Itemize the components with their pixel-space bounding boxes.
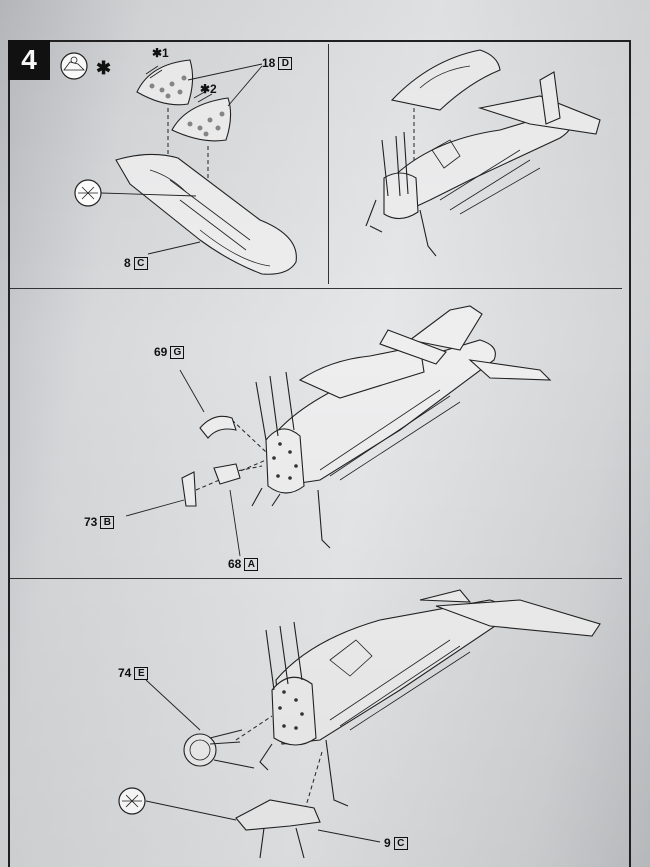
- part-73-letter: B: [100, 515, 115, 529]
- callout-star1: ✱1: [152, 46, 169, 60]
- part-9: [235, 799, 321, 831]
- part-69-number: 69: [154, 345, 168, 359]
- fuselage-with-engine-mount: [195, 305, 552, 549]
- part-74: [183, 729, 255, 769]
- step-frame: [8, 40, 631, 867]
- panel-divider-vertical: [328, 44, 329, 284]
- callout-star1-text: ✱1: [152, 46, 169, 60]
- canopy-part-1: [136, 59, 194, 106]
- canopy-part-2: [171, 97, 232, 142]
- fuselage-half: [115, 153, 297, 275]
- panel-divider-2: [10, 578, 622, 579]
- callout-part-69: 69 G: [154, 345, 185, 359]
- part-69-letter: G: [170, 345, 185, 359]
- part-73-number: 73: [84, 515, 98, 529]
- part-68: [213, 463, 241, 485]
- part-8-letter: C: [133, 256, 148, 270]
- glue-icon-2: [118, 787, 146, 815]
- star-marker: ✱: [96, 58, 112, 78]
- step-number-badge: 4: [8, 40, 50, 80]
- callout-part-9: 9 C: [384, 836, 408, 850]
- callout-part-68: 68 A: [228, 557, 259, 571]
- step-number: 4: [21, 44, 37, 75]
- part-9-letter: C: [393, 836, 408, 850]
- callout-part-73: 73 B: [84, 515, 115, 529]
- part-74-letter: E: [134, 666, 149, 680]
- callout-star2: ✱2: [200, 82, 217, 96]
- fuselage-with-engine-face: [235, 589, 601, 807]
- part-18-letter: D: [278, 56, 293, 70]
- callout-part-18: 18 D: [262, 56, 293, 70]
- part-69: [199, 415, 237, 439]
- part-9-number: 9: [384, 836, 391, 850]
- masking-option-icon: [60, 52, 88, 80]
- part-18-number: 18: [262, 56, 276, 70]
- part-68-number: 68: [228, 557, 242, 571]
- callout-part-8: 8 C: [124, 256, 148, 270]
- callout-star2-text: ✱2: [200, 82, 217, 96]
- part-74-number: 74: [118, 666, 132, 680]
- glue-icon: [74, 179, 102, 207]
- part-8-number: 8: [124, 256, 131, 270]
- part-68-letter: A: [244, 557, 259, 571]
- callout-part-74: 74 E: [118, 666, 149, 680]
- part-73: [181, 471, 197, 507]
- panel-divider-1: [10, 288, 622, 289]
- assembled-fuselage-top: [365, 49, 601, 257]
